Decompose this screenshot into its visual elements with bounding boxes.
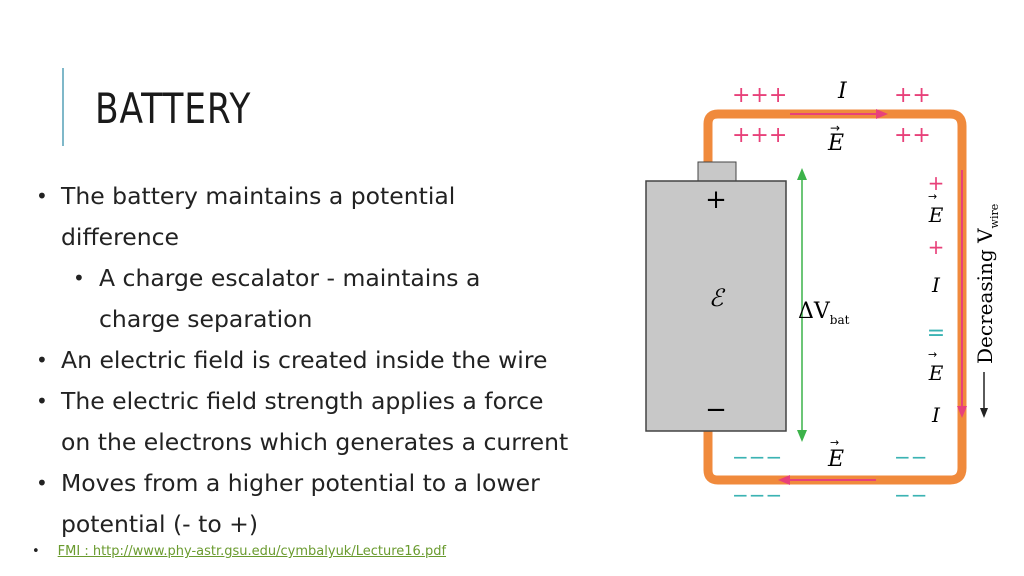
bullet-dot: • (36, 184, 48, 208)
delta-v-subscript: bat (830, 313, 850, 327)
bottom-current-arrowhead (778, 475, 790, 485)
bullet-dot: • (36, 471, 48, 495)
right-current-arrowhead (957, 406, 967, 418)
current-label-top: I (837, 79, 848, 104)
slide-title: BATTERY (95, 84, 252, 133)
bullet-item: • The battery maintains a potential diff… (32, 176, 652, 258)
battery-terminal (697, 161, 737, 183)
field-label-bottom: E (827, 447, 844, 472)
right-minus-1: = (927, 321, 945, 346)
bullet-line: potential (- to +) (61, 510, 259, 538)
battery-minus-label: − (705, 395, 727, 425)
top-inner-plus-right: ++ (894, 123, 931, 148)
field-label-right-1: E (928, 203, 944, 227)
bullet-line: An electric field is created inside the … (61, 346, 548, 374)
bullet-dot: • (36, 348, 48, 372)
decreasing-v-subscript: wire (988, 204, 1001, 229)
field-vector-arrow: → (928, 190, 937, 203)
delta-v-arrowhead-bottom (797, 430, 807, 442)
delta-v-arrowhead-top (797, 168, 807, 180)
top-outer-plus-right: ++ (894, 83, 931, 108)
bullet-line: charge separation (99, 305, 313, 333)
title-accent-bar (62, 68, 64, 146)
sub-bullet-item: • A charge escalator - maintains a charg… (32, 258, 652, 340)
field-vector-arrow: → (830, 121, 840, 135)
field-vector-arrow: → (928, 348, 937, 361)
bottom-outer-minus-left: −−− (732, 483, 782, 507)
bullet-dot: • (36, 389, 48, 413)
field-label-right-2: E (928, 361, 944, 385)
bullet-line: difference (61, 223, 179, 251)
decreasing-v-label: Decreasing Vwire (973, 204, 1001, 364)
right-plus-2: + (928, 235, 945, 259)
bullet-line: Moves from a higher potential to a lower (61, 469, 540, 497)
bullet-dot: • (73, 266, 85, 290)
decreasing-arrowhead (980, 408, 988, 418)
field-vector-arrow: → (830, 436, 839, 449)
decreasing-v-main: Decreasing V (973, 228, 997, 364)
delta-v-main: ΔV (798, 299, 831, 324)
top-outer-plus-left: +++ (732, 83, 787, 108)
delta-v-label: ΔVbat (798, 299, 850, 327)
fmi-reference: • FMI : http://www.phy-astr.gsu.edu/cymba… (32, 544, 446, 559)
bullet-line: on the electrons which generates a curre… (61, 428, 569, 456)
bullet-dot: • (32, 544, 40, 559)
current-label-right-1: I (931, 273, 941, 297)
top-current-arrowhead (876, 109, 888, 119)
bullet-item: • An electric field is created inside th… (32, 340, 652, 381)
bullet-line: A charge escalator - maintains a (99, 264, 481, 292)
bottom-inner-minus-left: −−− (732, 445, 782, 469)
bullet-item: • Moves from a higher potential to a low… (32, 463, 652, 545)
battery-body (645, 180, 787, 432)
fmi-link[interactable]: FMI : http://www.phy-astr.gsu.edu/cymbal… (57, 544, 447, 559)
bullet-item: • The electric field strength applies a … (32, 381, 652, 463)
bullet-line: The battery maintains a potential (61, 182, 456, 210)
bullet-line: The electric field strength applies a fo… (61, 387, 544, 415)
emf-symbol: ℰ (709, 284, 726, 312)
current-label-right-2: I (931, 403, 941, 427)
bottom-outer-minus-right: −− (894, 483, 928, 507)
bullet-list: • The battery maintains a potential diff… (32, 176, 652, 545)
battery-circuit-figure: + − ℰ ΔVbat +++ I ++ +++ E → ++ + → E + … (645, 79, 1001, 507)
bottom-inner-minus-right: −− (894, 445, 928, 469)
right-plus-1: + (928, 171, 945, 195)
field-label-top: E (827, 131, 844, 156)
top-inner-plus-left: +++ (732, 123, 787, 148)
battery-plus-label: + (705, 185, 727, 215)
